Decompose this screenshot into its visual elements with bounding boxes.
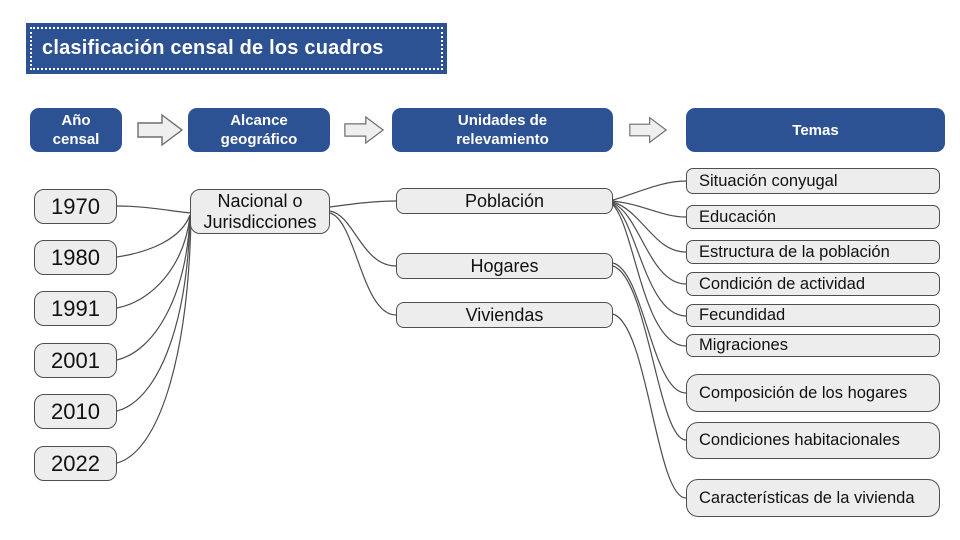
tema-box-fecundidad: Fecundidad (686, 304, 940, 327)
flow-header-alcance-geografico: Alcance geográfico (188, 108, 330, 152)
flow-header-unidades-relevamiento: Unidades de relevamiento (392, 108, 613, 152)
flow-arrow-icon (137, 113, 183, 147)
year-box-1970: 1970 (34, 189, 117, 224)
flow-header-temas: Temas (686, 108, 945, 152)
connector-1991-scope (116, 215, 191, 309)
flow-arrow-icon (629, 116, 667, 144)
year-box-2022: 2022 (34, 446, 117, 481)
connector-2010-scope (116, 217, 191, 412)
connector-hogares-condiciones (612, 265, 687, 441)
connector-2022-scope (116, 218, 192, 464)
connector-poblacion-educacion (612, 200, 687, 218)
year-box-1980: 1980 (34, 240, 117, 275)
tema-box-migraciones: Migraciones (686, 334, 940, 357)
tema-box-condicion-actividad: Condición de actividad (686, 272, 940, 296)
flow-header-anio-censal: Año censal (30, 108, 122, 152)
connector-1970-scope (116, 205, 192, 214)
connector-poblacion-estructura (612, 201, 687, 253)
connector-poblacion-fecundidad (612, 203, 687, 317)
year-box-2001: 2001 (34, 343, 117, 378)
connector-scope-hogares (329, 210, 397, 267)
year-box-1991: 1991 (34, 291, 117, 326)
scope-box-nacional-jurisdicciones: Nacional o Jurisdicciones (190, 189, 330, 234)
unit-box-viviendas: Viviendas (396, 302, 613, 328)
connector-2001-scope (116, 216, 191, 361)
tema-box-composicion-hogares: Composición de los hogares (686, 374, 940, 412)
connector-scope-viviendas (329, 212, 397, 316)
connector-viviendas-caracteristicas (612, 313, 687, 499)
connector-1980-scope (116, 214, 191, 258)
tema-box-estructura-poblacion: Estructura de la población (686, 240, 940, 264)
tema-box-situacion-conyugal: Situación conyugal (686, 168, 940, 194)
connector-scope-poblacion (329, 200, 397, 208)
connector-hogares-composicion (612, 262, 687, 394)
tema-box-educacion: Educación (686, 205, 940, 229)
unit-box-poblacion: Población (396, 188, 613, 214)
year-box-2010: 2010 (34, 394, 117, 429)
tema-box-caracteristicas-vivienda: Características de la vivienda (686, 479, 940, 517)
connector-poblacion-condicion (612, 202, 687, 285)
connector-poblacion-migraciones (612, 204, 687, 347)
flow-arrow-icon (344, 115, 384, 145)
unit-box-hogares: Hogares (396, 253, 613, 279)
connector-poblacion-situacion (612, 180, 687, 201)
tema-box-condiciones-habitacionales: Condiciones habitacionales (686, 422, 940, 459)
page-title: clasificación censal de los cuadros (30, 27, 443, 70)
